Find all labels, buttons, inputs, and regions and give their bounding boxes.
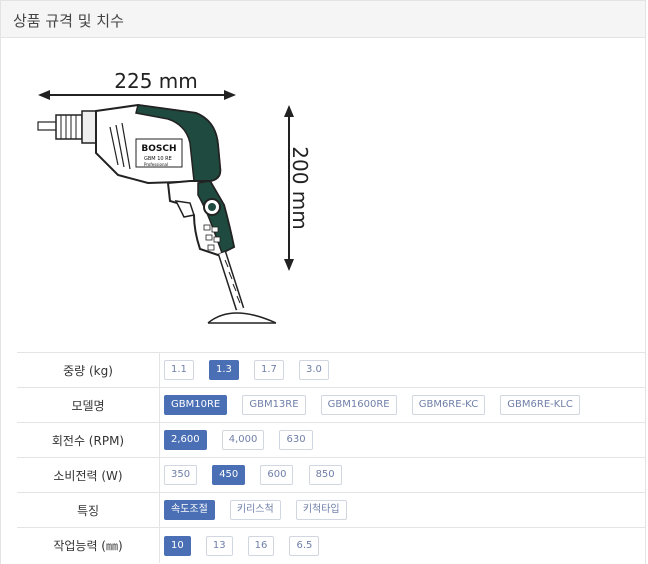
option-button[interactable]: GBM6RE-KC [411,395,486,416]
option-button[interactable]: GBM1600RE [320,395,397,416]
brand-label: BOSCH [141,144,176,154]
drill-illustration: BOSCH GBM 10 RE Professional [37,103,277,324]
option-button[interactable]: 13 [205,535,233,556]
content-area [0,38,646,564]
spec-row-rpm: 회전수 (RPM) 2,600 4,000 630 [17,422,647,458]
option-button[interactable]: 키리스척 [229,500,281,521]
option-button[interactable]: 6.5 [289,535,320,556]
spec-label: 모델명 [17,387,160,423]
section-header: 상품 규격 및 치수 [0,0,646,38]
option-button-selected[interactable]: 1.3 [209,360,239,381]
option-button-selected[interactable]: 속도조절 [164,500,215,521]
spec-row-feature: 특징 속도조절 키리스척 키척타입 [17,492,647,528]
option-button-selected[interactable]: 10 [164,535,191,556]
option-button-selected[interactable]: 450 [212,465,246,486]
width-label: 225 mm [114,69,198,93]
option-button[interactable]: 1.1 [164,360,194,381]
option-button-selected[interactable]: 2,600 [164,430,207,451]
height-label: 200 mm [288,146,312,230]
option-button[interactable]: 4,000 [221,430,265,451]
spec-row-capacity: 작업능력 (㎜) 10 13 16 6.5 [17,527,647,563]
height-dimension: 200 mm [284,105,312,271]
spec-options: GBM10RE GBM13RE GBM1600RE GBM6RE-KC GBM6… [160,388,647,423]
option-button[interactable]: 600 [260,465,294,486]
spec-label: 특징 [17,492,160,528]
spec-table: 중량 (kg) 1.1 1.3 1.7 3.0 모델명 GBM10RE GBM1… [17,352,646,563]
spec-options: 350 450 600 850 [160,458,647,493]
section-title: 상품 규격 및 치수 [13,12,124,30]
option-button[interactable]: GBM13RE [242,395,306,416]
spec-options: 속도조절 키리스척 키척타입 [160,493,647,528]
spec-options: 1.1 1.3 1.7 3.0 [160,353,647,388]
spec-row-model: 모델명 GBM10RE GBM13RE GBM1600RE GBM6RE-KC … [17,387,647,423]
width-dimension: 225 mm [38,69,236,100]
spec-label: 소비전력 (W) [17,457,160,493]
option-button[interactable]: 16 [247,535,275,556]
option-button[interactable]: 3.0 [299,360,329,381]
option-button[interactable]: 1.7 [254,360,284,381]
option-button[interactable]: 350 [164,465,198,486]
option-button[interactable]: 키척타입 [295,500,347,521]
sub-label: Professional [144,162,168,167]
spec-row-weight: 중량 (kg) 1.1 1.3 1.7 3.0 [17,352,647,388]
model-label: GBM 10 RE [144,156,172,162]
spec-options: 2,600 4,000 630 [160,423,647,458]
spec-label: 작업능력 (㎜) [17,527,160,563]
option-button[interactable]: 630 [279,430,313,451]
spec-row-power: 소비전력 (W) 350 450 600 850 [17,457,647,493]
option-button-selected[interactable]: GBM10RE [164,395,228,416]
product-dimension-drawing: 225 mm 200 mm BOSCH GBM 10 RE Profession… [37,69,312,324]
spec-label: 회전수 (RPM) [17,422,160,458]
option-button[interactable]: 850 [308,465,342,486]
spec-label: 중량 (kg) [17,352,160,388]
spec-options: 10 13 16 6.5 [160,528,647,563]
option-button[interactable]: GBM6RE-KLC [500,395,580,416]
